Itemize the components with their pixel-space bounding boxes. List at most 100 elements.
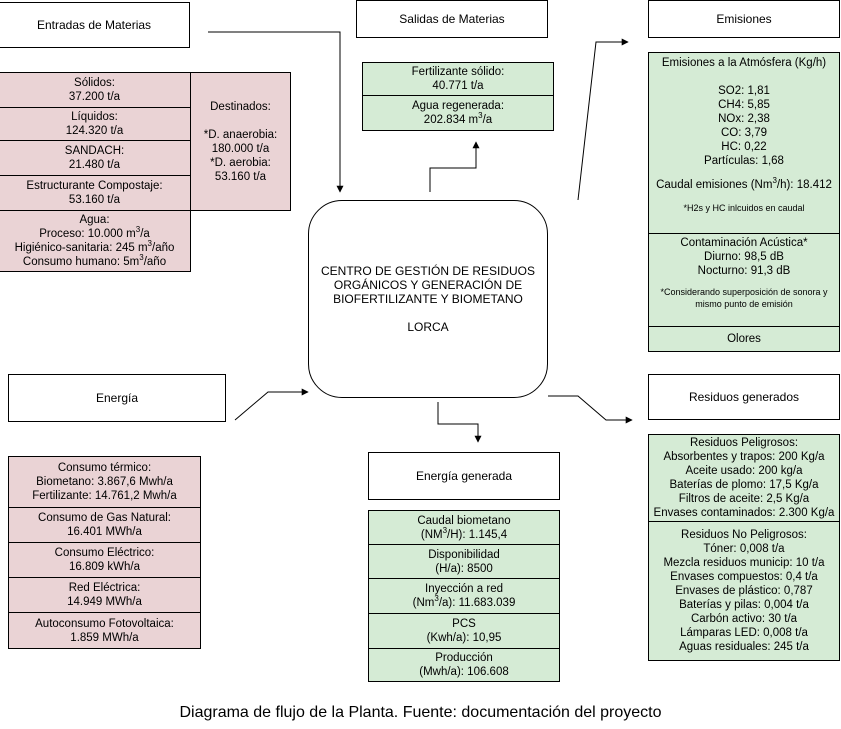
input-liquidos-value: 124.320 t/a bbox=[65, 125, 124, 137]
energy-gen-inyeccion: Inyección a red (Nm3/a): 11.683.039 bbox=[368, 578, 560, 614]
center-title-line-3: BIOFERTILIZANTE Y BIOMETANO bbox=[333, 292, 523, 306]
energy-fotovoltaica-value: 1.859 MWh/a bbox=[70, 631, 139, 644]
header-energy-label: Energía bbox=[95, 391, 139, 405]
emission-hc: HC: 0,22 bbox=[721, 141, 767, 153]
waste-no-peligrosos-title: Residuos No Peligrosos: bbox=[681, 529, 807, 541]
arrow-center-to-outputs bbox=[429, 141, 480, 192]
energy-red: Red Eléctrica: 14.949 MWh/a bbox=[8, 577, 201, 613]
arrow-center-to-waste bbox=[548, 395, 633, 424]
energy-gen-inyeccion-label: Inyección a red bbox=[425, 583, 503, 595]
input-liquidos: Líquidos: 124.320 t/a bbox=[0, 107, 191, 141]
energy-electrico: Consumo Eléctrico: 16.809 kWh/a bbox=[8, 542, 201, 578]
header-waste: Residuos generados bbox=[648, 374, 840, 420]
emission-particulas: Partículas: 1,68 bbox=[704, 155, 784, 167]
acoustic-nocturno: Nocturno: 91,3 dB bbox=[697, 265, 791, 277]
emission-caudal: Caudal emisiones (Nm3/h): 18.412 bbox=[656, 176, 832, 191]
input-agua-higienico: Higiénico-sanitaria: 245 m3/año bbox=[14, 239, 175, 254]
acoustic-diurno: Diurno: 98,5 dB bbox=[704, 251, 784, 263]
energy-gen-produccion-label: Producción bbox=[435, 652, 493, 664]
energy-gen-disponibilidad-label: Disponibilidad bbox=[428, 548, 500, 561]
output-fertilizante-label: Fertilizante sólido: bbox=[411, 66, 505, 78]
input-estructurante: Estructurante Compostaje: 53.160 t/a bbox=[0, 175, 191, 211]
input-agua-proceso: Proceso: 10.000 m3/a bbox=[39, 225, 150, 240]
energy-gen-produccion: Producción (Mwh/a): 106.608 bbox=[368, 648, 560, 682]
energy-gen-caudal: Caudal biometano (NM3/H): 1.145,4 bbox=[368, 510, 560, 545]
input-agua: Agua: Proceso: 10.000 m3/a Higiénico-san… bbox=[0, 210, 191, 272]
header-emissions: Emisiones bbox=[648, 0, 840, 38]
destinados-anaerobia-value: 180.000 t/a bbox=[211, 142, 270, 155]
energy-gen-pcs-value: (Kwh/a): 10,95 bbox=[426, 632, 502, 644]
waste-baterias-pilas: Baterías y pilas: 0,004 t/a bbox=[679, 599, 809, 611]
waste-peligrosos: Residuos Peligrosos: Absorbentes y trapo… bbox=[648, 434, 840, 522]
waste-no-peligrosos: Residuos No Peligrosos: Tóner: 0,008 t/a… bbox=[648, 521, 840, 661]
header-outputs-label: Salidas de Materias bbox=[399, 12, 505, 26]
destinados-aerobia-label: *D. aerobia: bbox=[210, 156, 271, 169]
waste-aguas: Aguas residuales: 245 t/a bbox=[679, 641, 809, 653]
energy-gen-pcs: PCS (Kwh/a): 10,95 bbox=[368, 613, 560, 649]
arrow-center-to-emissions bbox=[577, 38, 629, 201]
header-outputs: Salidas de Materias bbox=[356, 0, 548, 38]
emissions-acoustic: Contaminación Acústica* Diurno: 98,5 dB … bbox=[648, 233, 840, 327]
energy-gas-label: Consumo de Gas Natural: bbox=[38, 512, 171, 524]
waste-carbon: Carbón activo: 30 t/a bbox=[690, 613, 798, 625]
input-destinados: Destinados: *D. anaerobia: 180.000 t/a *… bbox=[190, 72, 291, 211]
center-plant-box: CENTRO DE GESTIÓN DE RESIDUOS ORGÁNICOS … bbox=[308, 200, 548, 398]
waste-lamparas: Lámparas LED: 0,008 t/a bbox=[680, 627, 808, 639]
energy-termico-fertilizante: Fertilizante: 14.761,2 Mwh/a bbox=[32, 490, 177, 502]
input-estructurante-value: 53.160 t/a bbox=[68, 194, 121, 206]
destinados-aerobia-value: 53.160 t/a bbox=[214, 170, 267, 183]
energy-termico: Consumo térmico: Biometano: 3.867,6 Mwh/… bbox=[8, 456, 201, 508]
header-inputs-label: Entradas de Materias bbox=[36, 18, 152, 32]
energy-gas-value: 16.401 MWh/a bbox=[67, 526, 142, 538]
energy-red-value: 14.949 MWh/a bbox=[67, 596, 142, 608]
arrow-inputs-to-center bbox=[208, 31, 344, 193]
waste-filtros: Filtros de aceite: 2,5 Kg/a bbox=[678, 493, 810, 505]
output-agua-label: Agua regenerada: bbox=[411, 100, 505, 112]
header-energy-generated: Energía generada bbox=[368, 452, 560, 500]
emissions-atmosphere: Emisiones a la Atmósfera (Kg/h) SO2: 1,8… bbox=[648, 52, 840, 234]
waste-envases-plastico: Envases de plástico: 0,787 bbox=[675, 585, 813, 597]
input-sandach-label: SANDACH: bbox=[64, 145, 125, 157]
destinados-title: Destinados: bbox=[210, 100, 271, 113]
waste-mezcla: Mezcla residuos municip: 10 t/a bbox=[663, 557, 825, 569]
energy-termico-label: Consumo térmico: bbox=[57, 462, 152, 474]
waste-aceite: Aceite usado: 200 kg/a bbox=[685, 465, 803, 477]
destinados-anaerobia-label: *D. anaerobia: bbox=[203, 128, 278, 141]
header-emissions-label: Emisiones bbox=[716, 12, 772, 26]
center-title-line-1: CENTRO DE GESTIÓN DE RESIDUOS bbox=[320, 264, 536, 278]
arrow-energy-to-center bbox=[234, 388, 309, 421]
energy-fotovoltaica: Autoconsumo Fotovoltaica: 1.859 MWh/a bbox=[8, 612, 201, 649]
output-fertilizante-value: 40.771 t/a bbox=[432, 80, 484, 92]
output-agua: Agua regenerada: 202.834 m3/a bbox=[362, 95, 554, 131]
output-agua-value: 202.834 m3/a bbox=[423, 111, 493, 126]
energy-gen-pcs-label: PCS bbox=[452, 618, 476, 630]
arrow-center-to-energy-generated bbox=[437, 402, 482, 443]
waste-envases-contaminados: Envases contaminados: 2.300 Kg/a bbox=[653, 507, 835, 519]
energy-gen-caudal-value: (NM3/H): 1.145,4 bbox=[420, 525, 508, 541]
energy-electrico-value: 16.809 kWh/a bbox=[69, 561, 140, 573]
emission-olores-label: Olores bbox=[727, 333, 761, 345]
emission-co: CO: 3,79 bbox=[720, 127, 768, 139]
emissions-olores: Olores bbox=[648, 326, 840, 352]
energy-fotovoltaica-label: Autoconsumo Fotovoltaica: bbox=[35, 617, 174, 630]
header-energy: Energía bbox=[8, 374, 226, 422]
figure-caption: Diagrama de flujo de la Planta. Fuente: … bbox=[179, 704, 662, 721]
input-liquidos-label: Líquidos: bbox=[71, 111, 118, 123]
waste-peligrosos-title: Residuos Peligrosos: bbox=[689, 437, 799, 449]
waste-baterias-plomo: Baterías de plomo: 17,5 Kg/a bbox=[669, 479, 819, 491]
emissions-atm-title: Emisiones a la Atmósfera (Kg/h) bbox=[661, 57, 827, 69]
waste-envases-compuestos: Envases compuestos: 0,4 t/a bbox=[670, 571, 818, 583]
energy-gen-inyeccion-value: (Nm3/a): 11.683.039 bbox=[412, 594, 516, 609]
acoustic-note-line-1: *Considerando superposición de sonora y bbox=[660, 287, 828, 297]
energy-gen-caudal-label: Caudal biometano bbox=[417, 514, 511, 527]
acoustic-title: Contaminación Acústica* bbox=[680, 237, 808, 249]
energy-red-label: Red Eléctrica: bbox=[68, 582, 141, 594]
header-waste-label: Residuos generados bbox=[688, 390, 800, 404]
input-sandach-value: 21.480 t/a bbox=[68, 159, 121, 171]
waste-toner: Tóner: 0,008 t/a bbox=[703, 543, 785, 555]
energy-electrico-label: Consumo Eléctrico: bbox=[54, 547, 155, 559]
emission-nox: NOx: 2,38 bbox=[718, 113, 770, 125]
input-agua-consumo: Consumo humano: 5m3/año bbox=[22, 253, 167, 268]
waste-absorbentes: Absorbentes y trapos: 200 Kg/a bbox=[663, 451, 825, 463]
energy-gas: Consumo de Gas Natural: 16.401 MWh/a bbox=[8, 507, 201, 543]
